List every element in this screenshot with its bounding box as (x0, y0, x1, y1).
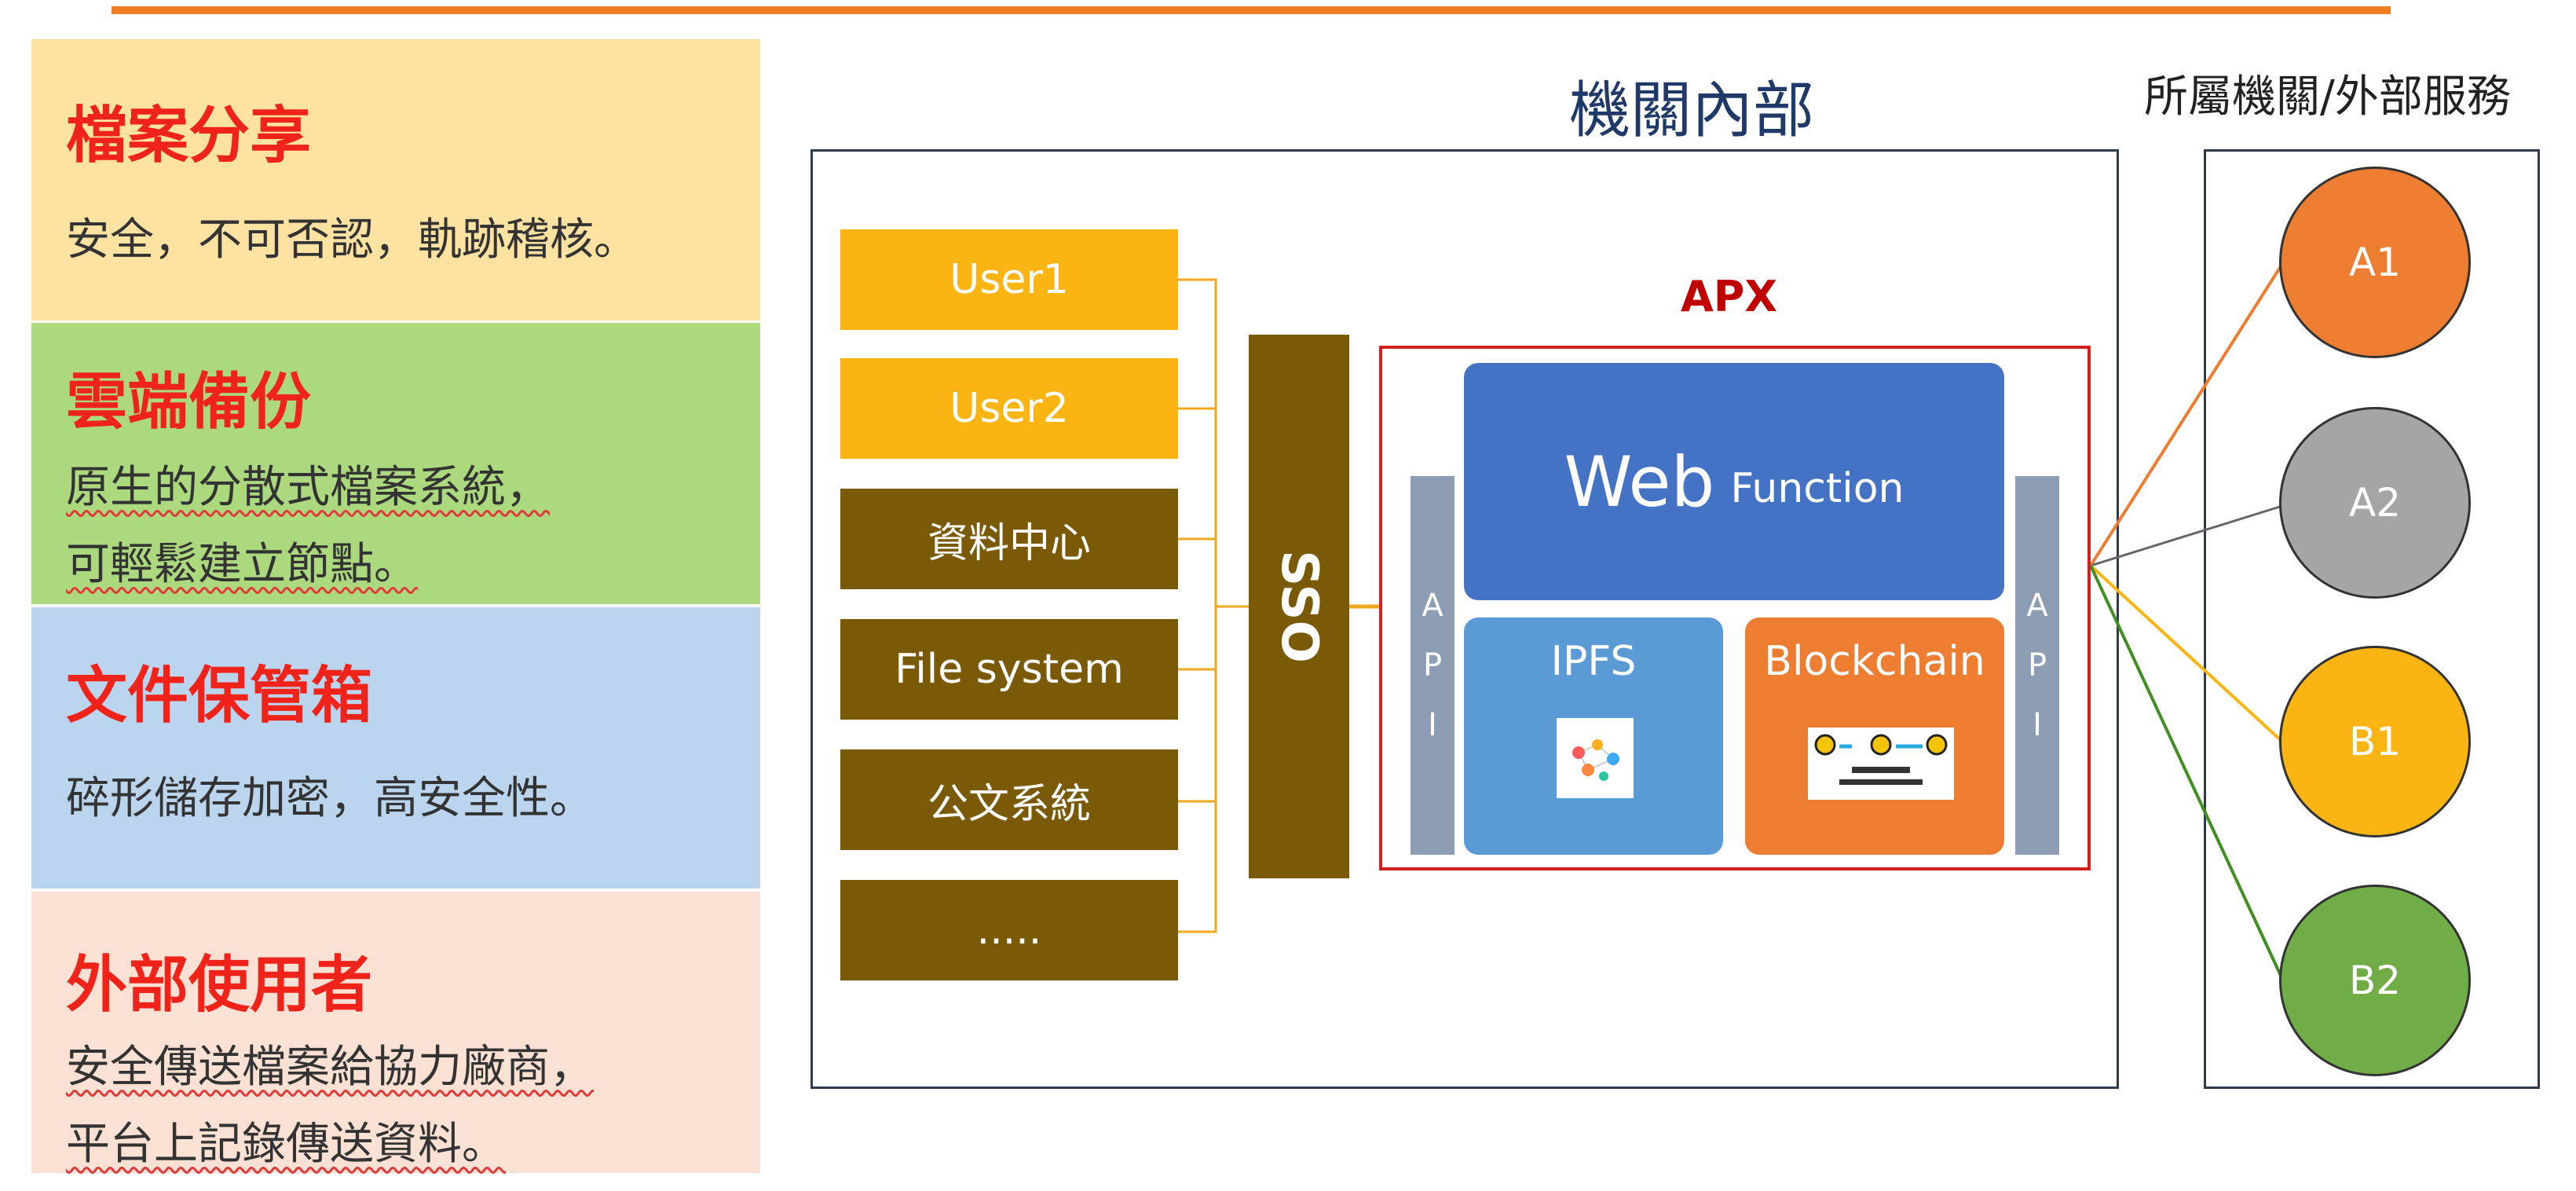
blockchain-label: Blockchain (1764, 638, 1985, 685)
panel-external-users: 外部使用者 安全傳送檔案給協力廠商， 平台上記錄傳送資料。 (31, 892, 760, 1173)
panel-title: 外部使用者 (66, 950, 373, 1021)
inner-frame (810, 149, 2119, 1089)
source-file-system: File system (840, 619, 1178, 720)
api-right: A P I (2015, 476, 2059, 855)
source-more: ..... (840, 880, 1178, 980)
sso-bar (1249, 335, 1349, 878)
top-accent-line (112, 6, 2391, 14)
node-b1: B1 (2279, 646, 2471, 837)
blockchain-chain-icon (1808, 727, 1954, 800)
source-user2: User2 (840, 358, 1178, 459)
panel-file-sharing: 檔案分享 安全，不可否認，軌跡稽核。 (31, 39, 760, 321)
panel-text: 安全傳送檔案給協力廠商， (66, 1042, 594, 1093)
source-data-center: 資料中心 (840, 489, 1178, 589)
apx-frame (1379, 346, 2091, 870)
sso-label: SSO (1270, 550, 1328, 663)
api-letter: I (2033, 707, 2042, 743)
inner-section-title: 機關內部 (1569, 75, 1815, 146)
panel-text: 平台上記錄傳送資料。 (66, 1119, 506, 1170)
node-label: A1 (2348, 240, 2401, 285)
panel-text: 安全，不可否認，軌跡稽核。 (66, 214, 638, 266)
api-letter: P (1422, 647, 1443, 683)
web-function-block: Web Function (1464, 363, 2004, 600)
blockchain-block: Blockchain (1745, 617, 2004, 855)
function-label: Function (1730, 465, 1905, 512)
node-a2: A2 (2279, 407, 2471, 599)
node-label: B1 (2348, 719, 2402, 764)
panel-title: 雲端備份 (66, 367, 312, 438)
outer-section-title: 所屬機關/外部服務 (2144, 71, 2511, 123)
web-label: Web (1564, 441, 1715, 522)
node-a1: A1 (2279, 167, 2471, 358)
api-letter: P (2027, 647, 2047, 683)
api-letter: A (1422, 588, 1444, 624)
node-label: A2 (2348, 480, 2401, 526)
apx-label: APX (1681, 272, 1778, 321)
api-letter: A (2026, 588, 2048, 624)
node-b2: B2 (2279, 885, 2471, 1076)
panel-text: 碎形儲存加密，高安全性。 (66, 773, 594, 824)
ipfs-block: IPFS (1464, 617, 1723, 855)
panel-title: 檔案分享 (66, 101, 312, 171)
node-label: B2 (2348, 958, 2402, 1003)
api-left: A P I (1411, 476, 1454, 855)
api-letter: I (1428, 707, 1437, 743)
source-user1: User1 (840, 229, 1178, 330)
ipfs-network-icon (1557, 718, 1634, 798)
source-document-system: 公文系統 (840, 749, 1178, 850)
panel-text: 原生的分散式檔案系統， (66, 462, 550, 513)
ipfs-label: IPFS (1550, 638, 1637, 685)
panel-document-vault: 文件保管箱 碎形儲存加密，高安全性。 (31, 607, 760, 889)
outer-frame (2204, 149, 2540, 1089)
panel-text: 可輕鬆建立節點。 (66, 539, 418, 590)
panel-cloud-backup: 雲端備份 原生的分散式檔案系統， 可輕鬆建立節點。 (31, 323, 760, 604)
panel-title: 文件保管箱 (66, 661, 373, 731)
